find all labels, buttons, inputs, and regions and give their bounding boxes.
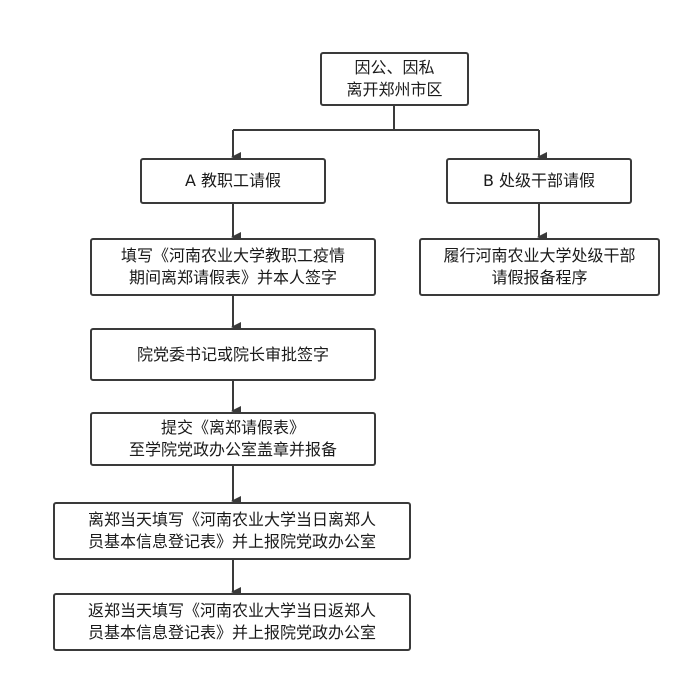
- branch-a-step4-line2: 员基本信息登记表》并上报院党政办公室: [87, 532, 376, 551]
- branch-a-step5-line2: 员基本信息登记表》并上报院党政办公室: [87, 623, 376, 642]
- branch-a-step1-node: 填写《河南农业大学教职工疫情 期间离郑请假表》并本人签字: [90, 238, 376, 296]
- branch-a-step3-line1: 提交《离郑请假表》: [160, 418, 305, 437]
- branch-b-step1-line2: 请假报备程序: [491, 268, 588, 287]
- branch-a-step2-node: 院党委书记或院长审批签字: [90, 328, 376, 381]
- start-node: 因公、因私 离开郑州市区: [320, 52, 469, 106]
- branch-a-step1-line2: 期间离郑请假表》并本人签字: [128, 268, 337, 287]
- start-node-line1: 因公、因私: [354, 58, 435, 77]
- branch-a-step5-line1: 返郑当天填写《河南农业大学当日返郑人: [87, 601, 376, 620]
- branch-a-step2-line1: 院党委书记或院长审批签字: [136, 344, 329, 364]
- branch-a-step4-line1: 离郑当天填写《河南农业大学当日离郑人: [87, 510, 376, 529]
- branch-b-step1-line1: 履行河南农业大学处级干部: [443, 246, 636, 265]
- branch-a-step5-node: 返郑当天填写《河南农业大学当日返郑人 员基本信息登记表》并上报院党政办公室: [53, 593, 411, 651]
- branch-a-title-label: A 教职工请假: [184, 171, 282, 190]
- branch-a-title-node: A 教职工请假: [140, 158, 326, 204]
- start-node-line2: 离开郑州市区: [346, 80, 443, 99]
- branch-a-step3-node: 提交《离郑请假表》 至学院党政办公室盖章并报备: [90, 412, 376, 466]
- branch-a-step3-line2: 至学院党政办公室盖章并报备: [128, 440, 337, 459]
- branch-a-step1-line1: 填写《河南农业大学教职工疫情: [120, 246, 345, 265]
- branch-a-step4-node: 离郑当天填写《河南农业大学当日离郑人 员基本信息登记表》并上报院党政办公室: [53, 502, 411, 560]
- branch-b-title-label: B 处级干部请假: [482, 171, 596, 190]
- branch-b-title-node: B 处级干部请假: [446, 158, 632, 204]
- branch-b-step1-node: 履行河南农业大学处级干部 请假报备程序: [419, 238, 660, 296]
